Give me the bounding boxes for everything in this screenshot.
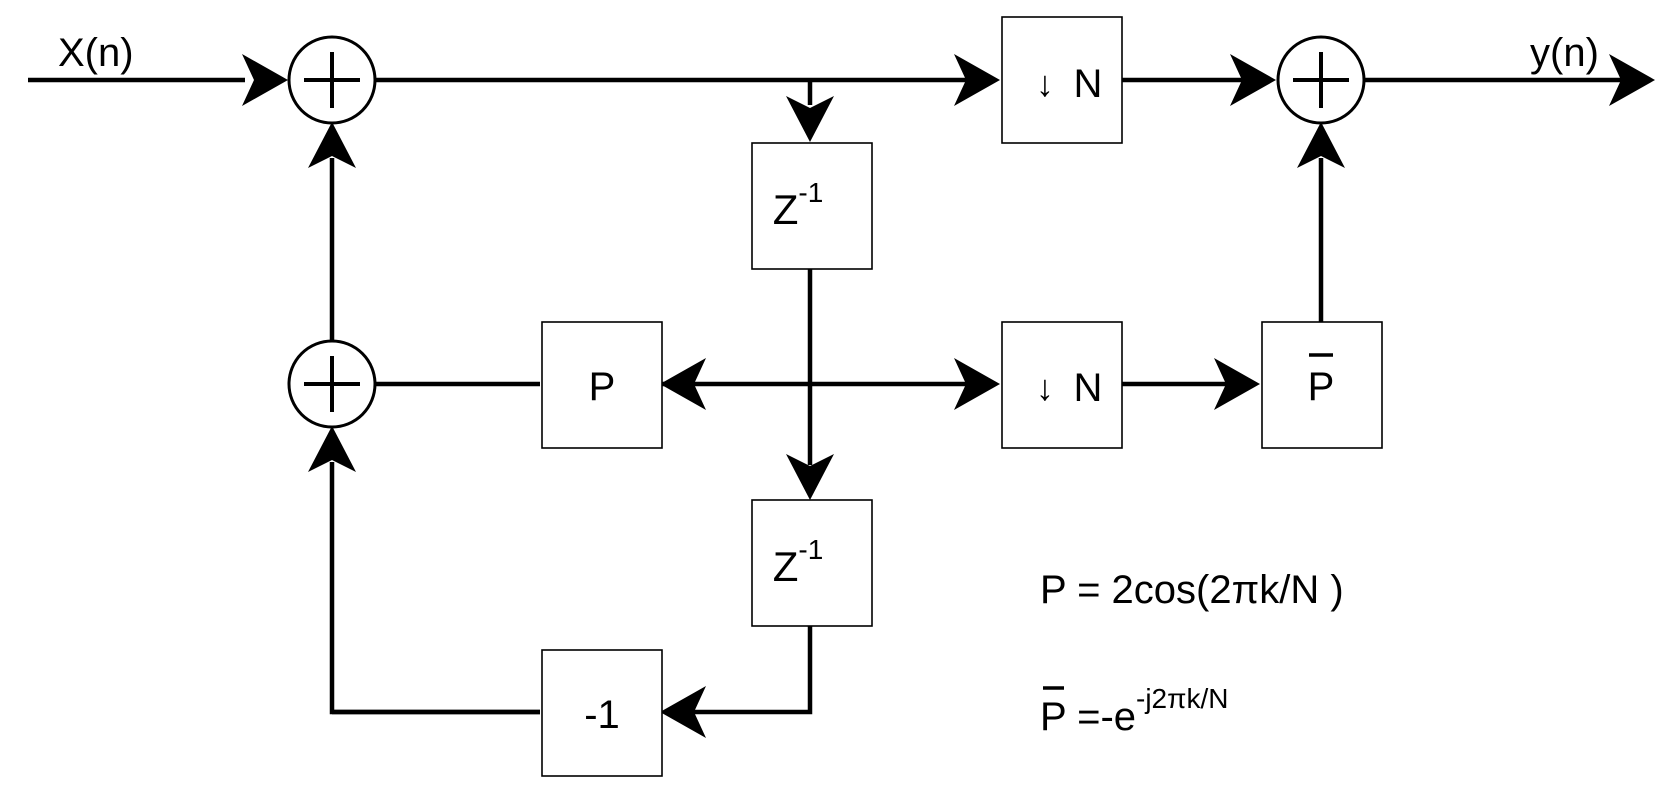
equation-pbar: P =-e-j2πk/N [1040, 683, 1228, 739]
multiplier-pbar-label: P [1308, 365, 1335, 409]
arrowhead-to-negate [660, 686, 706, 738]
adder-output [1276, 35, 1366, 125]
negate-label: -1 [584, 693, 620, 737]
adder-input [287, 35, 377, 125]
arrowhead-to-p [660, 358, 706, 410]
multiplier-p-label: P [589, 365, 616, 409]
block-negate: -1 [541, 649, 663, 777]
arrowhead-to-delay2 [786, 454, 834, 500]
equation-p: P = 2cos(2πk/N ) [1040, 568, 1344, 612]
arrowhead-to-delay1 [786, 96, 834, 142]
wire-delay2-to-negate [690, 625, 813, 715]
block-downsample-top: ↓ N [1001, 16, 1123, 144]
block-multiplier-p: P [541, 321, 663, 449]
block-delay-1: Z-1 [751, 142, 873, 270]
arrowhead-input [242, 54, 288, 106]
arrowhead-to-sum1 [308, 122, 356, 168]
block-multiplier-pbar: P [1261, 321, 1383, 449]
delay-1-label: Z-1 [773, 177, 824, 233]
delay-2-label: Z-1 [773, 534, 824, 590]
downsample-top-label: N [1074, 62, 1103, 106]
input-signal-label: X(n) [58, 31, 134, 75]
downsample-arrow-icon: ↓ [1036, 367, 1054, 408]
adder-feedback [287, 339, 377, 429]
arrowheads [242, 54, 1655, 738]
arrowhead-to-downsample-mid [954, 358, 1000, 410]
wire-negate-feedback [329, 462, 540, 715]
arrowhead-output [1609, 54, 1655, 106]
arrowhead-to-pbar [1214, 358, 1260, 410]
downsample-arrow-icon: ↓ [1036, 63, 1054, 104]
arrowhead-pbar-to-sum-out [1297, 122, 1345, 168]
block-delay-2: Z-1 [751, 499, 873, 627]
arrowhead-sum2-bottom [308, 426, 356, 472]
arrowhead-to-sum-out [1230, 54, 1276, 106]
block-downsample-mid: ↓ N [1001, 321, 1123, 449]
signal-wires [28, 77, 1625, 715]
downsample-mid-label: N [1074, 366, 1103, 410]
output-signal-label: y(n) [1530, 31, 1599, 75]
arrowhead-to-downsample-top [954, 54, 1000, 106]
